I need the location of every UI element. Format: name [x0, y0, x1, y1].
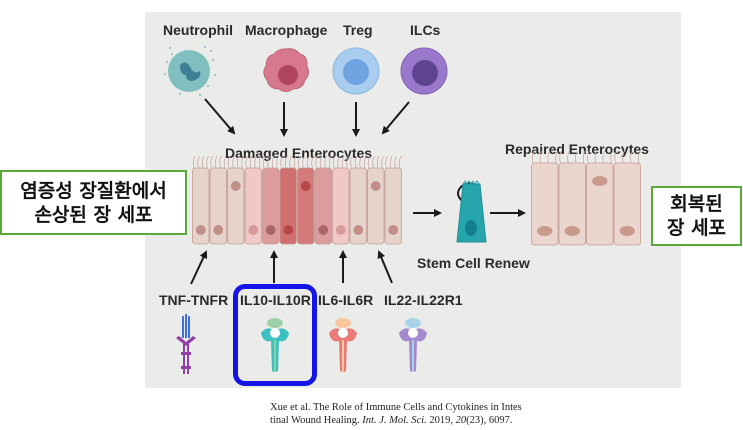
korean-label-damaged-line1: 염증성 장질환에서 — [20, 179, 167, 202]
il10-receptor-icon — [261, 318, 289, 372]
enterocyte-cell — [367, 167, 385, 245]
citation-year: 2019, — [426, 415, 456, 426]
citation-line1: Xue et al. The Role of Immune Cells and … — [270, 402, 522, 413]
enterocyte-cell — [227, 167, 245, 245]
label-treg: Treg — [343, 22, 373, 38]
enterocyte-cell — [244, 167, 262, 245]
il6-receptor-icon — [329, 318, 357, 372]
korean-label-damaged: 염증성 장질환에서 손상된 장 세포 — [0, 170, 187, 235]
enterocyte-cell — [531, 162, 559, 246]
arrow-neutrophil — [204, 98, 236, 135]
label-stem-cell-renew: Stem Cell Renew — [417, 255, 530, 271]
label-tnf-tnfr: TNF-TNFR — [159, 292, 229, 308]
label-neutrophil: Neutrophil — [163, 22, 233, 38]
neutrophil-icon — [164, 46, 216, 96]
label-il6-il6r: IL6-IL6R — [318, 292, 374, 308]
enterocyte-cell — [332, 167, 350, 245]
enterocyte-cell — [279, 167, 297, 245]
label-il10-il10r: IL10-IL10R — [240, 292, 311, 308]
citation-title-end: tinal Wound Healing. — [270, 415, 363, 426]
enterocyte-cell — [349, 167, 367, 245]
label-il22-il22r1: IL22-IL22R1 — [384, 292, 463, 308]
enterocyte-cell — [586, 162, 614, 246]
citation-journal: Int. J. Mol. Sci. — [362, 415, 427, 426]
enterocyte-cell — [613, 162, 641, 246]
arrow-il22 — [377, 250, 393, 284]
enterocyte-cell — [384, 167, 402, 245]
enterocyte-cell — [209, 167, 227, 245]
repaired-enterocytes-icon — [531, 150, 641, 246]
enterocyte-cell — [262, 167, 280, 245]
ilc-icon — [400, 47, 448, 95]
tnf-receptor-icon — [176, 314, 196, 374]
arrow-tnf — [190, 250, 208, 285]
arrow-ilc — [381, 101, 410, 135]
citation-pages: (23), 6097. — [466, 415, 513, 426]
citation-line2: tinal Wound Healing. Int. J. Mol. Sci. 2… — [270, 414, 522, 427]
stem-cell-icon — [456, 180, 487, 243]
enterocyte-cell — [314, 167, 332, 245]
macrophage-icon — [263, 48, 309, 92]
korean-label-repaired-line1: 회복된 — [670, 193, 723, 215]
enterocyte-cell — [558, 162, 586, 246]
korean-label-repaired-line2: 장 세포 — [666, 217, 727, 239]
label-macrophage: Macrophage — [245, 22, 328, 38]
il10-highlight-box — [233, 284, 317, 386]
citation: Xue et al. The Role of Immune Cells and … — [270, 401, 522, 427]
label-ilcs: ILCs — [410, 22, 441, 38]
citation-volume: 20 — [455, 415, 467, 426]
enterocyte-cell — [192, 167, 210, 245]
korean-label-damaged-line2: 손상된 장 세포 — [34, 203, 153, 226]
il22-receptor-icon — [399, 318, 427, 372]
label-damaged-enterocytes: Damaged Enterocytes — [225, 145, 373, 161]
enterocyte-cell — [297, 167, 315, 245]
treg-icon — [332, 47, 380, 95]
damaged-enterocytes-icon — [192, 155, 402, 245]
korean-label-repaired: 회복된 장 세포 — [651, 186, 742, 246]
